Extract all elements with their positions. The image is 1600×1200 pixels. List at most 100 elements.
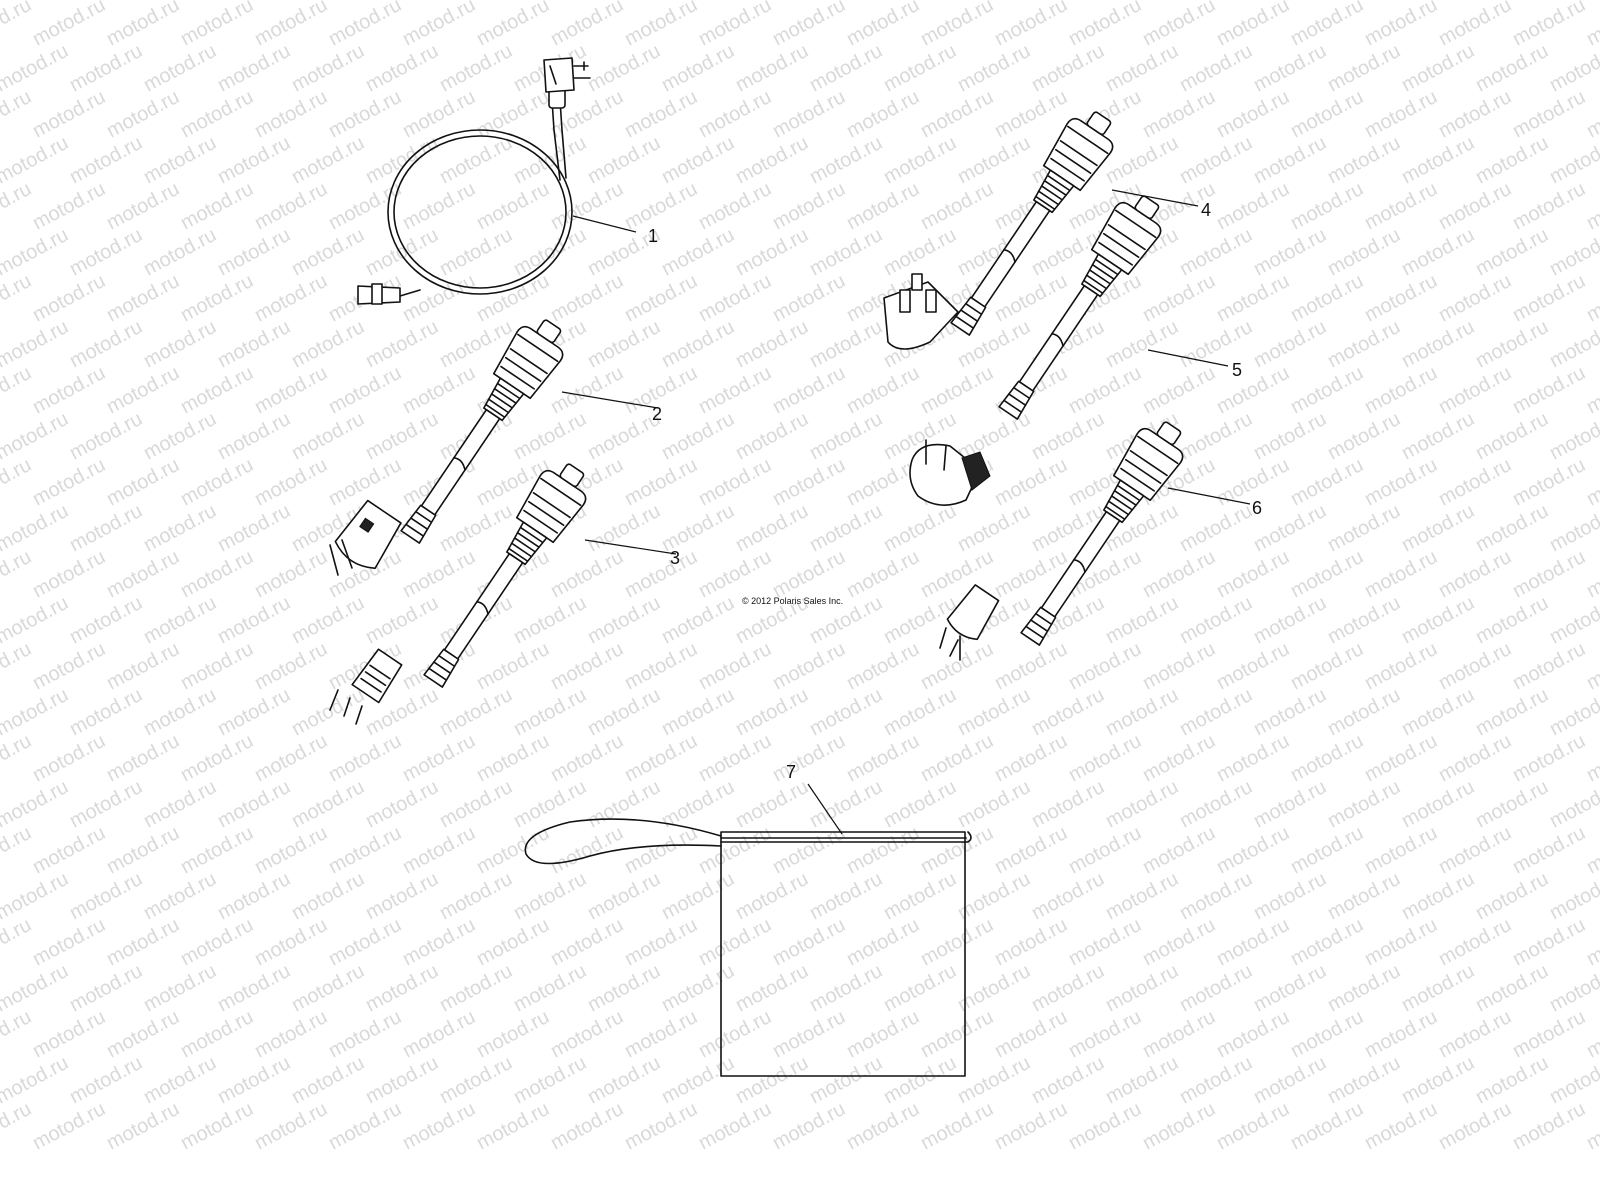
- watermark-text: motod.ru: [1028, 776, 1108, 832]
- watermark-text: motod.ru: [1287, 730, 1367, 786]
- watermark-text: motod.ru: [177, 178, 257, 234]
- watermark-text: motod.ru: [140, 408, 220, 464]
- watermark-text: motod.ru: [584, 684, 664, 740]
- watermark-text: motod.ru: [732, 1052, 812, 1108]
- watermark-text: motod.ru: [473, 0, 553, 50]
- watermark-text: motod.ru: [1139, 0, 1219, 50]
- watermark-text: motod.ru: [1139, 914, 1219, 970]
- watermark-text: motod.ru: [1509, 546, 1589, 602]
- watermark-text: motod.ru: [214, 0, 294, 4]
- watermark-text: motod.ru: [1028, 684, 1108, 740]
- watermark-text: motod.ru: [843, 822, 923, 878]
- watermark-text: motod.ru: [399, 914, 479, 970]
- watermark-text: motod.ru: [584, 776, 664, 832]
- watermark-text: motod.ru: [103, 0, 183, 50]
- watermark-text: motod.ru: [288, 408, 368, 464]
- watermark-text: motod.ru: [1472, 684, 1552, 740]
- watermark-text: motod.ru: [1250, 776, 1330, 832]
- watermark-text: motod.ru: [140, 868, 220, 924]
- watermark-text: motod.ru: [695, 270, 775, 326]
- watermark-text: motod.ru: [547, 1098, 627, 1154]
- watermark-text: motod.ru: [1250, 592, 1330, 648]
- watermark-text: motod.ru: [103, 1098, 183, 1154]
- watermark-text: motod.ru: [621, 178, 701, 234]
- watermark-text: motod.ru: [1398, 960, 1478, 1016]
- watermark-text: motod.ru: [288, 592, 368, 648]
- watermark-text: motod.ru: [177, 546, 257, 602]
- watermark-text: motod.ru: [806, 132, 886, 188]
- watermark-text: motod.ru: [954, 684, 1034, 740]
- watermark-text: motod.ru: [1435, 1098, 1515, 1154]
- watermark-text: motod.ru: [103, 1006, 183, 1062]
- watermark-text: motod.ru: [1361, 86, 1441, 142]
- watermark-text: motod.ru: [695, 822, 775, 878]
- watermark-text: motod.ru: [325, 0, 405, 50]
- watermark-text: motod.ru: [658, 40, 738, 96]
- watermark-text: motod.ru: [140, 776, 220, 832]
- watermark-text: motod.ru: [103, 638, 183, 694]
- watermark-text: motod.ru: [288, 0, 368, 4]
- watermark-text: motod.ru: [362, 592, 442, 648]
- watermark-text: motod.ru: [362, 316, 442, 372]
- watermark-text: motod.ru: [0, 592, 72, 648]
- watermark-text: motod.ru: [103, 822, 183, 878]
- watermark-text: motod.ru: [991, 1006, 1071, 1062]
- watermark-text: motod.ru: [510, 0, 590, 4]
- watermark-text: motod.ru: [547, 362, 627, 418]
- watermark-text: motod.ru: [66, 960, 146, 1016]
- watermark-text: motod.ru: [769, 0, 849, 50]
- watermark-text: motod.ru: [917, 86, 997, 142]
- watermark-text: motod.ru: [1509, 0, 1589, 50]
- watermark-text: motod.ru: [1065, 730, 1145, 786]
- watermark-text: motod.ru: [1361, 1006, 1441, 1062]
- watermark-text: motod.ru: [140, 960, 220, 1016]
- watermark-text: motod.ru: [584, 1052, 664, 1108]
- watermark-text: motod.ru: [1176, 0, 1256, 4]
- watermark-text: motod.ru: [288, 776, 368, 832]
- watermark-text: motod.ru: [66, 684, 146, 740]
- watermark-text: motod.ru: [584, 0, 664, 4]
- watermark-text: motod.ru: [1472, 500, 1552, 556]
- watermark-text: motod.ru: [1213, 1006, 1293, 1062]
- watermark-text: motod.ru: [436, 0, 516, 4]
- part-1-coiled-cord: [357, 57, 637, 305]
- watermark-text: motod.ru: [1213, 362, 1293, 418]
- watermark-text: motod.ru: [399, 730, 479, 786]
- watermark-text: motod.ru: [954, 500, 1034, 556]
- watermark-text: motod.ru: [621, 270, 701, 326]
- watermark-text: motod.ru: [251, 638, 331, 694]
- watermark-text: motod.ru: [1509, 454, 1589, 510]
- watermark-text: motod.ru: [1102, 1052, 1182, 1108]
- watermark-text: motod.ru: [991, 0, 1071, 50]
- watermark-text: motod.ru: [547, 0, 627, 50]
- watermark-text: motod.ru: [880, 500, 960, 556]
- watermark-text: motod.ru: [621, 0, 701, 50]
- watermark-text: motod.ru: [29, 0, 109, 50]
- watermark-text: motod.ru: [1102, 0, 1182, 4]
- copyright-text: © 2012 Polaris Sales Inc.: [742, 596, 843, 606]
- watermark-text: motod.ru: [362, 224, 442, 280]
- watermark-text: motod.ru: [880, 1052, 960, 1108]
- watermark-text: motod.ru: [695, 362, 775, 418]
- watermark-text: motod.ru: [325, 454, 405, 510]
- watermark-text: motod.ru: [251, 822, 331, 878]
- watermark-text: motod.ru: [1028, 0, 1108, 4]
- watermark-text: motod.ru: [103, 86, 183, 142]
- watermark-text: motod.ru: [66, 224, 146, 280]
- watermark-text: motod.ru: [695, 1006, 775, 1062]
- watermark-text: motod.ru: [436, 776, 516, 832]
- watermark-text: motod.ru: [695, 1098, 775, 1154]
- watermark-text: motod.ru: [1324, 868, 1404, 924]
- callout-5: 5: [1232, 360, 1242, 380]
- watermark-text: motod.ru: [1435, 86, 1515, 142]
- watermark-text: motod.ru: [658, 0, 738, 4]
- watermark-text: motod.ru: [1250, 408, 1330, 464]
- watermark-text: motod.ru: [732, 0, 812, 4]
- watermark-text: motod.ru: [954, 40, 1034, 96]
- watermark-text: motod.ru: [732, 684, 812, 740]
- watermark-text: motod.ru: [1250, 1052, 1330, 1108]
- watermark-text: motod.ru: [510, 592, 590, 648]
- watermark-text: motod.ru: [214, 224, 294, 280]
- watermark-text: motod.ru: [140, 40, 220, 96]
- watermark-text: motod.ru: [584, 960, 664, 1016]
